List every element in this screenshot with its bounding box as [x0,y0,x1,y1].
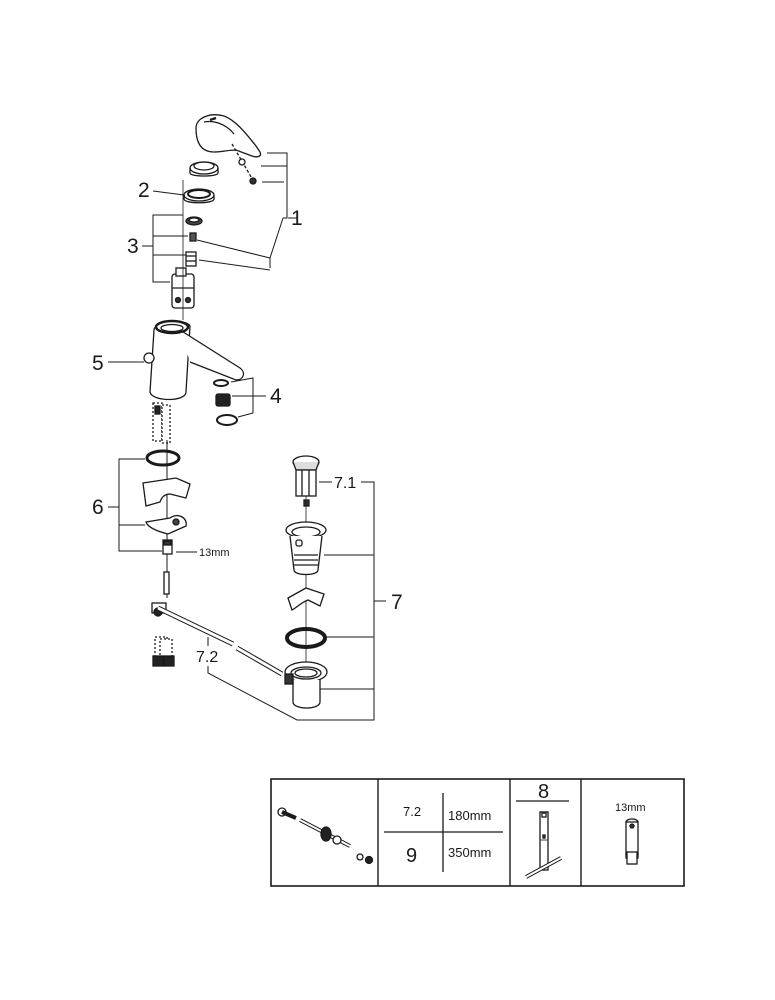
part-2-ring [183,188,215,204]
callout-7-2: 7.2 [196,649,218,666]
callout-1: 1 [291,207,303,230]
table-9-label: 9 [406,845,417,867]
mounting-kit [142,449,191,595]
table-7-2-label: 7.2 [403,804,421,819]
lift-rod [151,602,284,677]
callout-7: 7 [391,591,403,614]
pop-up-plug [292,455,320,507]
table-7-2-value: 180mm [448,808,491,823]
lever-handle [195,114,262,158]
cover-ring [189,161,219,177]
callout-6: 6 [92,496,104,519]
callout-2: 2 [138,179,150,202]
aerator-parts [213,379,238,426]
callout-4: 4 [270,385,282,408]
drain-seal-ring [285,627,327,649]
rod-kit-icon [277,807,374,865]
callout-5: 5 [92,352,104,375]
callout-lines [108,152,386,721]
flex-hoses [152,402,171,444]
callout-3: 3 [127,235,139,258]
drain-body-upper [285,521,327,576]
callout-13mm: 13mm [199,547,230,559]
table-9-value: 350mm [448,845,491,860]
callout-7-1: 7.1 [334,475,356,492]
part-3-components [185,216,203,267]
accessory-table [270,778,685,887]
drain-housing [284,661,328,709]
table-8-label: 8 [538,781,549,803]
tap-body [143,319,245,401]
gasket-wedge [287,587,325,611]
table-13mm-label: 13mm [615,802,646,814]
socket-wrench-icon [625,818,639,865]
key-tool-icon [525,811,562,879]
set-screw [231,143,257,185]
nut-pair [152,636,175,667]
